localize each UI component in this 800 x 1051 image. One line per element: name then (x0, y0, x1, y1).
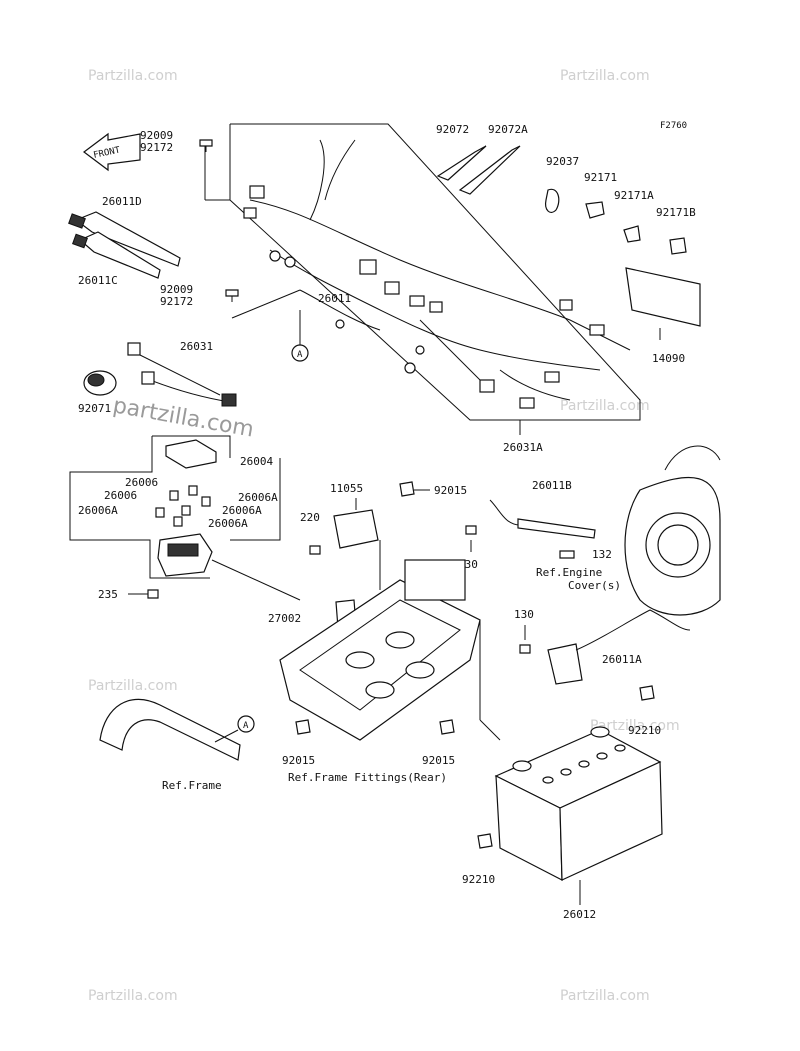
sensor-26011D: 26011D (68, 195, 181, 267)
label-26006-a: 26006 (125, 476, 158, 489)
sensor-26011B: 26011B (489, 479, 596, 539)
label-92172-upper: 92172 (140, 141, 173, 154)
clamp-92037: 92037 (545, 155, 579, 213)
label-26011: 26011 (318, 292, 351, 305)
watermark-bottom-right: Partzilla.com (560, 988, 650, 1004)
bracket-11055: 11055 (330, 482, 379, 549)
label-26006A-3: 26006A (222, 504, 262, 517)
label-ref-frame: Ref.Frame (162, 779, 222, 792)
front-arrow: FRONT (83, 132, 141, 172)
label-92009-upper: 92009 (140, 129, 173, 142)
bolt-220: 220 (300, 511, 321, 555)
label-26006A-2: 26006A (238, 491, 278, 504)
main-wiring-harness (243, 139, 631, 409)
label-92072A: 92072A (488, 123, 528, 136)
band-92072A: 92072A (458, 123, 528, 195)
bolt-92009-lower: 92009 92172 (160, 283, 301, 319)
cover-14090: 14090 (625, 267, 701, 365)
callout-a-harness: A (291, 310, 309, 362)
callout-a-label: A (297, 350, 303, 360)
label-235: 235 (98, 588, 118, 601)
label-26012: 26012 (563, 908, 596, 921)
label-26006A-4: 26006A (208, 517, 248, 530)
bolt-92009-upper: 92009 92172 (140, 129, 213, 154)
clip-92015-lower-right: 92015 (422, 719, 455, 767)
clip-92015-lower-left: 92015 (282, 719, 315, 767)
diagram-code: F2760 (660, 121, 687, 131)
sensor-26011A: 26011A (547, 609, 691, 685)
watermark-top-left: Partzilla.com (88, 68, 178, 84)
clip-92015-upper: 92015 (399, 481, 467, 497)
watermark-top-right: Partzilla.com (560, 68, 650, 84)
label-ref-frame-fittings: Ref.Frame Fittings(Rear) (288, 771, 447, 784)
label-ref-engine-cover-2: Cover(s) (568, 579, 621, 592)
label-14090: 14090 (652, 352, 685, 365)
sub-harness-26031: 26031 (127, 340, 237, 407)
label-92015-upper: 92015 (434, 484, 467, 497)
grommet-92071: 92071 (78, 370, 117, 415)
battery-tray (279, 540, 501, 741)
part-26011: 26011 (318, 292, 351, 329)
fuse-box-group: 26004 26006 26006 26006A 26006A 26006A 2… (69, 435, 301, 601)
label-26006A-1: 26006A (78, 504, 118, 517)
label-27002: 27002 (268, 612, 301, 625)
label-132: 132 (592, 548, 612, 561)
label-26004: 26004 (240, 455, 273, 468)
nut-92210-lower: 92210 (462, 833, 495, 886)
label-ref-engine-cover-1: Ref.Engine (536, 566, 602, 579)
frame-section: A Ref.Frame (99, 698, 255, 792)
label-26011B: 26011B (532, 479, 572, 492)
label-26011C: 26011C (78, 274, 118, 287)
harness-outline (204, 123, 641, 421)
label-92037: 92037 (546, 155, 579, 168)
label-92009-lower: 92009 (160, 283, 193, 296)
label-26006-b: 26006 (104, 489, 137, 502)
engine-cover: Ref.Engine Cover(s) (536, 445, 721, 616)
sensor-26011C: 26011C (72, 231, 161, 287)
nut-92210-upper: 92210 (628, 685, 661, 737)
label-26011A: 26011A (602, 653, 642, 666)
harness-26031A-label: 26031A (503, 420, 543, 454)
watermark-mid-right: Partzilla.com (560, 398, 650, 414)
label-92015-lower-left: 92015 (282, 754, 315, 767)
label-92171B: 92171B (656, 206, 696, 219)
label-92172-lower: 92172 (160, 295, 193, 308)
callout-a-frame-label: A (243, 721, 249, 731)
label-26031A: 26031A (503, 441, 543, 454)
label-92210-lower: 92210 (462, 873, 495, 886)
label-92072: 92072 (436, 123, 469, 136)
label-11055: 11055 (330, 482, 363, 495)
clamp-92171B: 92171B (656, 206, 696, 255)
bolt-130-lower: 130 (514, 608, 534, 654)
label-92071: 92071 (78, 402, 111, 415)
screw-235: 235 (98, 588, 159, 601)
battery-26012: 26012 (494, 726, 663, 921)
clamp-92171: 92171 (584, 171, 617, 219)
band-92072: 92072 (436, 123, 487, 181)
label-220: 220 (300, 511, 320, 524)
label-26031: 26031 (180, 340, 213, 353)
clamp-92171A: 92171A (614, 189, 654, 243)
label-26011D: 26011D (102, 195, 142, 208)
label-92171: 92171 (584, 171, 617, 184)
label-130-lower: 130 (514, 608, 534, 621)
watermark-lower-right: Partzilla.com (590, 718, 680, 734)
watermark-bottom-left: Partzilla.com (88, 988, 178, 1004)
label-92210-upper: 92210 (628, 724, 661, 737)
watermark-mid-left: Partzilla.com (88, 678, 178, 694)
label-92015-lower-right: 92015 (422, 754, 455, 767)
bolt-132: 132 (559, 548, 612, 561)
label-92171A: 92171A (614, 189, 654, 202)
